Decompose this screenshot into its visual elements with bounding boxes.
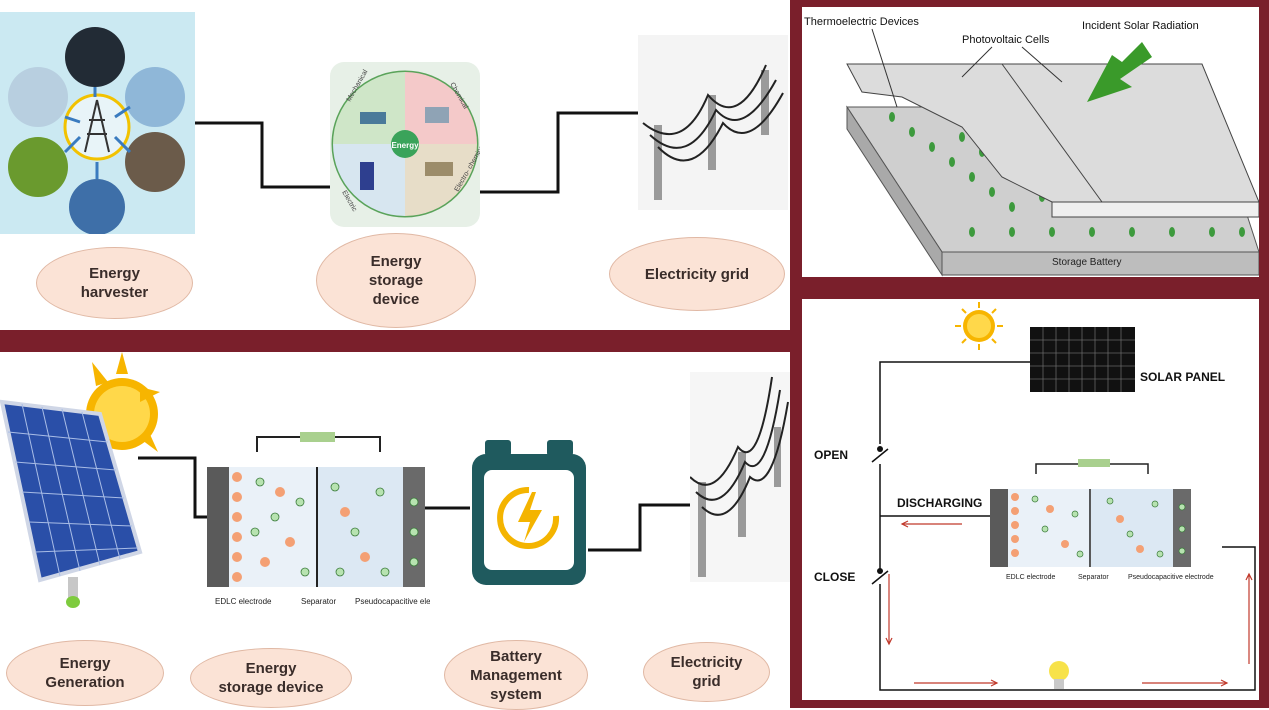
storage-wheel-illustration: Energy Mechanical Chemical Electric Elec… — [330, 62, 487, 227]
label-edlc-right: EDLC electrode — [1006, 574, 1056, 581]
label-discharging: DISCHARGING — [897, 496, 982, 510]
bottom-connector-lines — [138, 456, 690, 552]
thermo-pv-panel: Thermoelectric Devices Photovoltaic Cell… — [802, 7, 1260, 277]
solar-panel-with-sun — [0, 352, 160, 614]
solar-panel-illustration — [0, 352, 160, 608]
label-energy-generation: Energy Generation — [6, 640, 164, 706]
sun-icon-small — [955, 302, 1003, 350]
label-separator-bottom: Separator — [301, 597, 336, 606]
label-energy-storage-device-top: Energy storage device — [316, 233, 476, 328]
frame-bar-vertical-middle — [790, 0, 802, 708]
supercap-illustration-bottom: EDLC electrode Separator Pseudocapacitiv… — [207, 432, 453, 606]
label-electricity-grid-top: Electricity grid — [609, 237, 785, 311]
power-lines-bottom — [689, 372, 790, 582]
power-lines-illustration-top — [638, 35, 788, 210]
label-battery-management-system: Battery Management system — [444, 640, 588, 710]
frame-bar-bottom-right — [790, 700, 1269, 708]
label-energy-harvester: Energy harvester — [36, 247, 193, 319]
energy-harvester-image — [0, 12, 195, 235]
label-pseudo-bottom: Pseudocapacitive electrode — [355, 597, 430, 606]
power-lines-top — [638, 35, 788, 210]
circuit-panel: SOLAR PANEL OPEN CLOSE DISCHARGING — [802, 299, 1259, 700]
power-lines-illustration-bottom — [689, 372, 790, 582]
circuit-illustration: SOLAR PANEL OPEN CLOSE DISCHARGING — [802, 299, 1259, 700]
bms-illustration — [472, 440, 586, 585]
battery-management-icon — [470, 440, 588, 587]
label-close: CLOSE — [814, 570, 855, 584]
label-photovoltaic: Photovoltaic Cells — [962, 34, 1050, 46]
label-energy-storage-device-bottom: Energy storage device — [190, 648, 352, 708]
wheel-center-label: Energy — [391, 141, 419, 150]
label-edlc-bottom: EDLC electrode — [215, 597, 272, 606]
thermo-pv-illustration: Thermoelectric Devices Photovoltaic Cell… — [802, 7, 1260, 277]
supercap-device-bottom: EDLC electrode Separator Pseudocapacitiv… — [205, 432, 453, 612]
label-separator-right: Separator — [1078, 574, 1109, 581]
frame-bar-top-right — [790, 0, 1269, 7]
label-thermoelectric: Thermoelectric Devices — [804, 16, 919, 28]
label-pseudo-right: Pseudocapacitive electrode — [1128, 574, 1214, 581]
label-electricity-grid-bottom: Electricity grid — [643, 642, 770, 702]
label-solar-panel: SOLAR PANEL — [1140, 370, 1225, 384]
label-incident-radiation: Incident Solar Radiation — [1082, 20, 1199, 32]
frame-bar-right-edge — [1259, 0, 1269, 708]
harvester-illustration — [0, 12, 195, 235]
top-connector-lines — [195, 111, 638, 194]
energy-storage-wheel: Energy Mechanical Chemical Electric Elec… — [330, 62, 487, 227]
frame-bar-horizontal-left — [0, 330, 790, 352]
frame-bar-horizontal-right — [790, 277, 1269, 299]
label-storage-battery: Storage Battery — [1052, 257, 1121, 268]
label-open: OPEN — [814, 448, 848, 462]
light-bulb-icon — [1049, 661, 1069, 689]
